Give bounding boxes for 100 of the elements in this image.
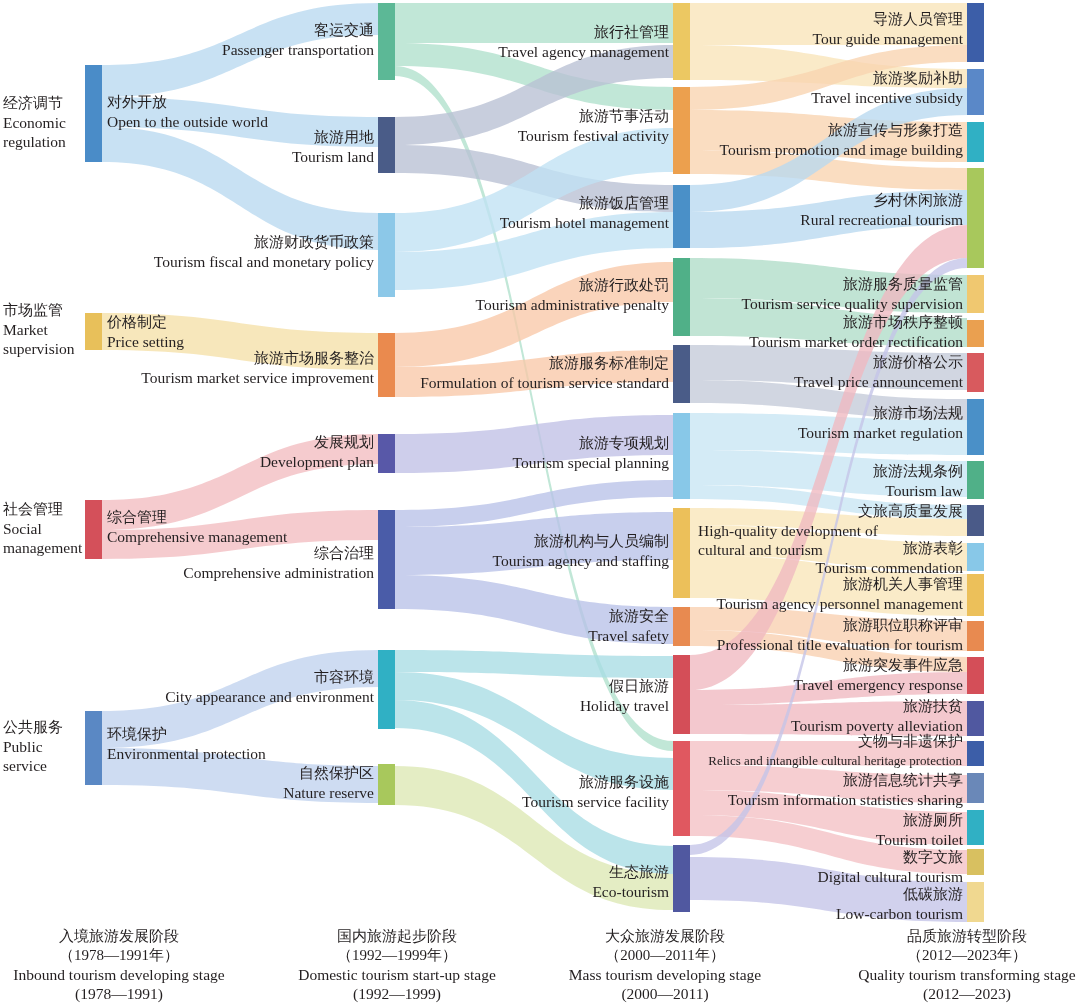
node-label: 环境保护 (107, 725, 167, 744)
node-label: 旅游服务质量监管 (843, 275, 963, 294)
node-label: Development plan (259, 452, 374, 471)
flow-bar (967, 122, 984, 162)
category-label: 市场监管 (3, 301, 63, 320)
node-label: 综合治理 (314, 544, 374, 563)
stage-label: 国内旅游起步阶段 (336, 927, 458, 946)
node-label: Tourism agency personnel management (716, 594, 963, 613)
node-label: 旅游奖励补助 (873, 69, 963, 88)
flow-bar (673, 185, 690, 248)
flow-band (102, 127, 378, 250)
flow-bar (673, 607, 690, 646)
flow-band (690, 258, 967, 855)
node-label: Tourism agency and staffing (492, 551, 669, 570)
node-label: 综合管理 (107, 508, 167, 527)
node-label: Travel safety (588, 626, 669, 645)
flow-bar (85, 65, 102, 162)
node-label: Tourism special planning (512, 453, 669, 472)
node-label: 自然保护区 (299, 764, 374, 783)
flow-band (690, 190, 967, 248)
flow-band (395, 128, 673, 252)
node-label: Holiday travel (579, 696, 669, 715)
flow-band (395, 512, 673, 575)
flow-bar (673, 845, 690, 912)
flow-bar (967, 69, 984, 115)
flow-band (690, 413, 967, 455)
flow-band (395, 415, 673, 473)
flow-bar (967, 168, 984, 268)
node-label: High-quality development of cultural and tourism (698, 521, 879, 559)
flow-bar (378, 117, 395, 173)
flow-bar (378, 333, 395, 397)
flow-band (690, 3, 967, 45)
node-label: Relics and intangible cultural heritage protection (708, 752, 962, 770)
node-label: 旅游节事活动 (579, 107, 669, 126)
flow-band (395, 3, 673, 43)
node-label: 旅游市场法规 (873, 404, 963, 423)
stage-label: （2000—2011年） (604, 946, 726, 965)
node-label: Tourism service quality supervision (741, 294, 963, 313)
node-label: 数字文旅 (903, 848, 963, 867)
stage-label: Mass tourism developing stage (567, 965, 763, 984)
node-label: 旅游市场服务整治 (254, 349, 374, 368)
node-label: 乡村休闲旅游 (873, 191, 963, 210)
flow-bar (378, 3, 395, 80)
flow-bar (967, 353, 984, 392)
node-label: 旅游职位职称评审 (843, 616, 963, 635)
flow-bar (673, 508, 690, 598)
flow-band (690, 672, 967, 705)
node-label: Tourism fiscal and monetary policy (153, 252, 374, 271)
node-label: 市容环境 (314, 668, 374, 687)
node-label: 旅游行政处罚 (579, 276, 669, 295)
flow-bar (673, 258, 690, 336)
flow-band (102, 748, 378, 803)
node-label: Nature reserve (283, 783, 374, 802)
category-label: Public service (3, 737, 47, 775)
stage-label: (2012—2023) (922, 984, 1012, 1003)
flow-bar (967, 701, 984, 736)
node-label: 发展规划 (314, 433, 374, 452)
flow-bar (967, 621, 984, 651)
node-label: Environmental protection (107, 744, 266, 763)
node-label: 文物与非遗保护 (858, 733, 963, 751)
node-label: 旅游信息统计共享 (843, 771, 963, 790)
stage-label: 入境旅游发展阶段 (58, 927, 180, 946)
flow-band (690, 45, 967, 110)
node-label: Tour guide management (812, 29, 963, 48)
flow-bar (967, 657, 984, 694)
flow-bar (967, 773, 984, 803)
node-label: Eco-tourism (592, 882, 669, 901)
category-label: Economic regulation (3, 113, 66, 151)
node-label: 客运交通 (314, 21, 374, 40)
flow-bar (967, 741, 984, 766)
flow-band (690, 741, 967, 766)
node-label: 旅游服务标准制定 (549, 354, 669, 373)
node-label: Tourism hotel management (499, 213, 669, 232)
node-label: 旅游法规条例 (873, 462, 963, 481)
node-label: 旅游厕所 (903, 811, 963, 830)
node-label: Tourism poverty alleviation (791, 716, 963, 734)
node-label: Passenger transportation (222, 40, 374, 59)
flow-band (395, 575, 673, 644)
flow-band (102, 650, 378, 748)
flow-bar (967, 810, 984, 845)
node-label: Tourism commendation (815, 558, 963, 576)
flow-band (395, 480, 673, 527)
node-label: City appearance and environment (165, 687, 374, 706)
node-label: Tourism market service improvement (141, 368, 374, 387)
node-label: 旅游表彰 (903, 539, 963, 558)
node-label: Travel emergency response (793, 675, 963, 694)
node-label: Tourism land (292, 147, 374, 166)
flow-bar (967, 543, 984, 571)
flow-bar (673, 655, 690, 734)
flow-bar (378, 434, 395, 473)
flow-band (690, 508, 967, 536)
node-label: 对外开放 (107, 93, 167, 112)
flow-band (395, 650, 673, 678)
node-label: Tourism law (885, 481, 963, 500)
flow-bar (967, 399, 984, 455)
flow-band (690, 298, 967, 347)
node-label: Tourism market order rectification (749, 332, 963, 351)
node-label: 文旅高质量发展 (858, 502, 963, 521)
node-label: 旅游突发事件应急 (843, 656, 963, 675)
node-label: 旅游价格公示 (873, 353, 963, 372)
